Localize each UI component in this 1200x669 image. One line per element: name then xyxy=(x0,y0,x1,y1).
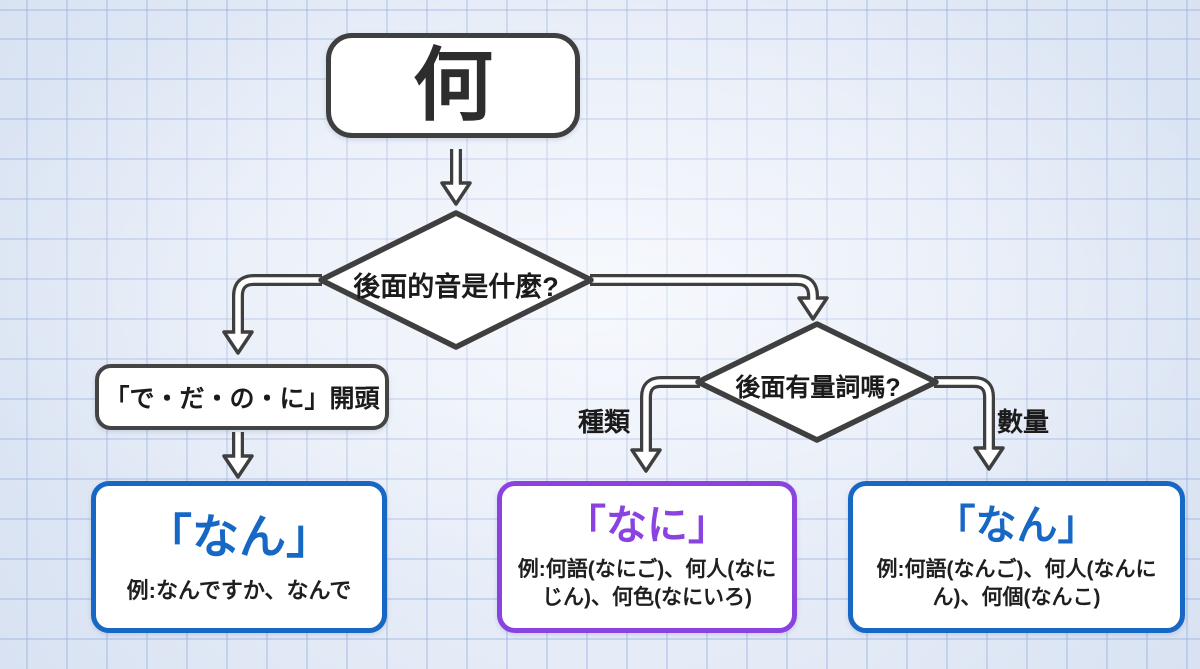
result-nan-counter-node: 「なん」 例:何語(なんご)、何人(なんにん)、何個(なんこ) xyxy=(848,481,1185,633)
counter-decision-label: 後面有量詞嗎? xyxy=(735,374,901,402)
sound-decision-label: 後面的音是什麼? xyxy=(353,272,559,302)
result-nani-node: 「なに」 例:何語(なにご)、何人(なにじん)、何色(なにいろ) xyxy=(497,481,797,633)
branch-label-type: 種類 xyxy=(578,407,631,437)
root-node: 何 xyxy=(326,33,580,138)
connector-rule-to-nan xyxy=(222,432,254,479)
connector-root-to-sound-decision xyxy=(440,149,472,206)
result-example: 例:何語(なんご)、何人(なんにん)、何個(なんこ) xyxy=(876,557,1157,609)
result-title: 「なん」 xyxy=(934,501,1099,548)
rule-label: 「で・だ・の・に」開頭 xyxy=(104,385,380,413)
result-nan-plain-node: 「なん」 例:なんですか、なんで xyxy=(91,481,387,633)
counter-decision-diamond xyxy=(695,321,939,443)
result-title: 「なん」 xyxy=(145,509,333,563)
result-example: 例:なんですか、なんで xyxy=(126,578,352,604)
branch-label-quantity: 數量 xyxy=(997,407,1050,437)
de-da-no-ni-rule-node: 「で・だ・の・に」開頭 xyxy=(95,364,389,430)
result-example: 例:何語(なにご)、何人(なにじん)、何色(なにいろ) xyxy=(517,557,777,609)
connector-sound-to-rule xyxy=(222,274,322,355)
connector-counter-to-nani xyxy=(630,376,700,473)
result-title: 「なに」 xyxy=(565,501,729,548)
sound-decision-diamond xyxy=(318,210,594,350)
connector-sound-to-counter xyxy=(590,274,829,321)
connector-counter-to-nan xyxy=(934,376,1005,471)
root-label: 何 xyxy=(413,40,493,130)
